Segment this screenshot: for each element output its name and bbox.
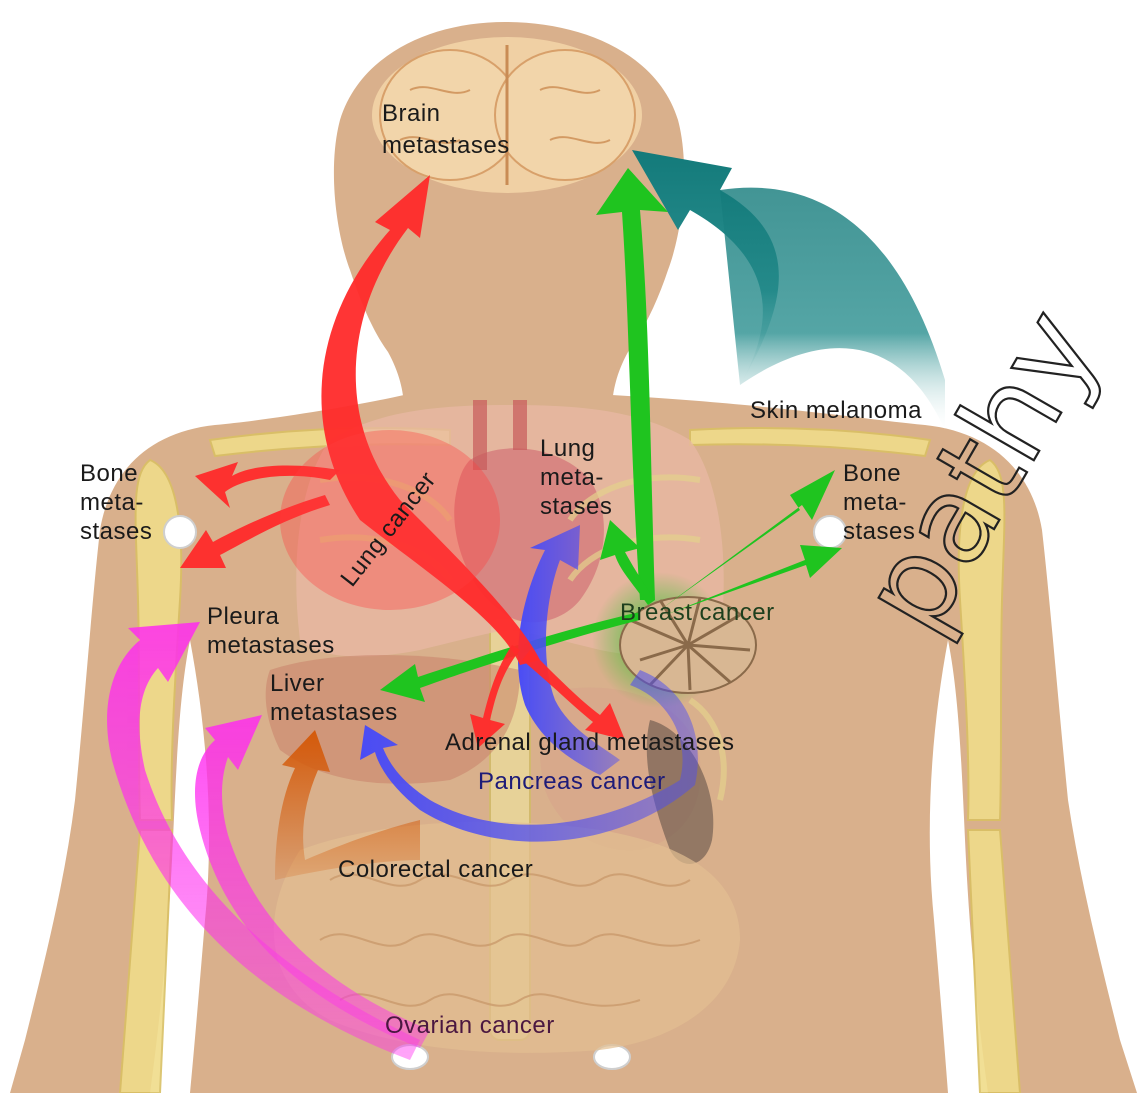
adrenal-gland-metastases-label: Adrenal gland metastases (445, 729, 735, 756)
breast-cancer-label: Breast cancer (620, 599, 775, 626)
lung-metastases-label: Lung meta- stases (540, 435, 612, 520)
bone-metastases-left-label: Bone meta- stases (80, 460, 152, 545)
melanoma-arrow (632, 150, 945, 430)
skin-melanoma-label: Skin melanoma (750, 397, 922, 424)
colorectal-cancer-label: Colorectal cancer (338, 856, 533, 883)
pancreas-cancer-label: Pancreas cancer (478, 768, 666, 795)
ovarian-cancer-label: Ovarian cancer (385, 1012, 555, 1039)
